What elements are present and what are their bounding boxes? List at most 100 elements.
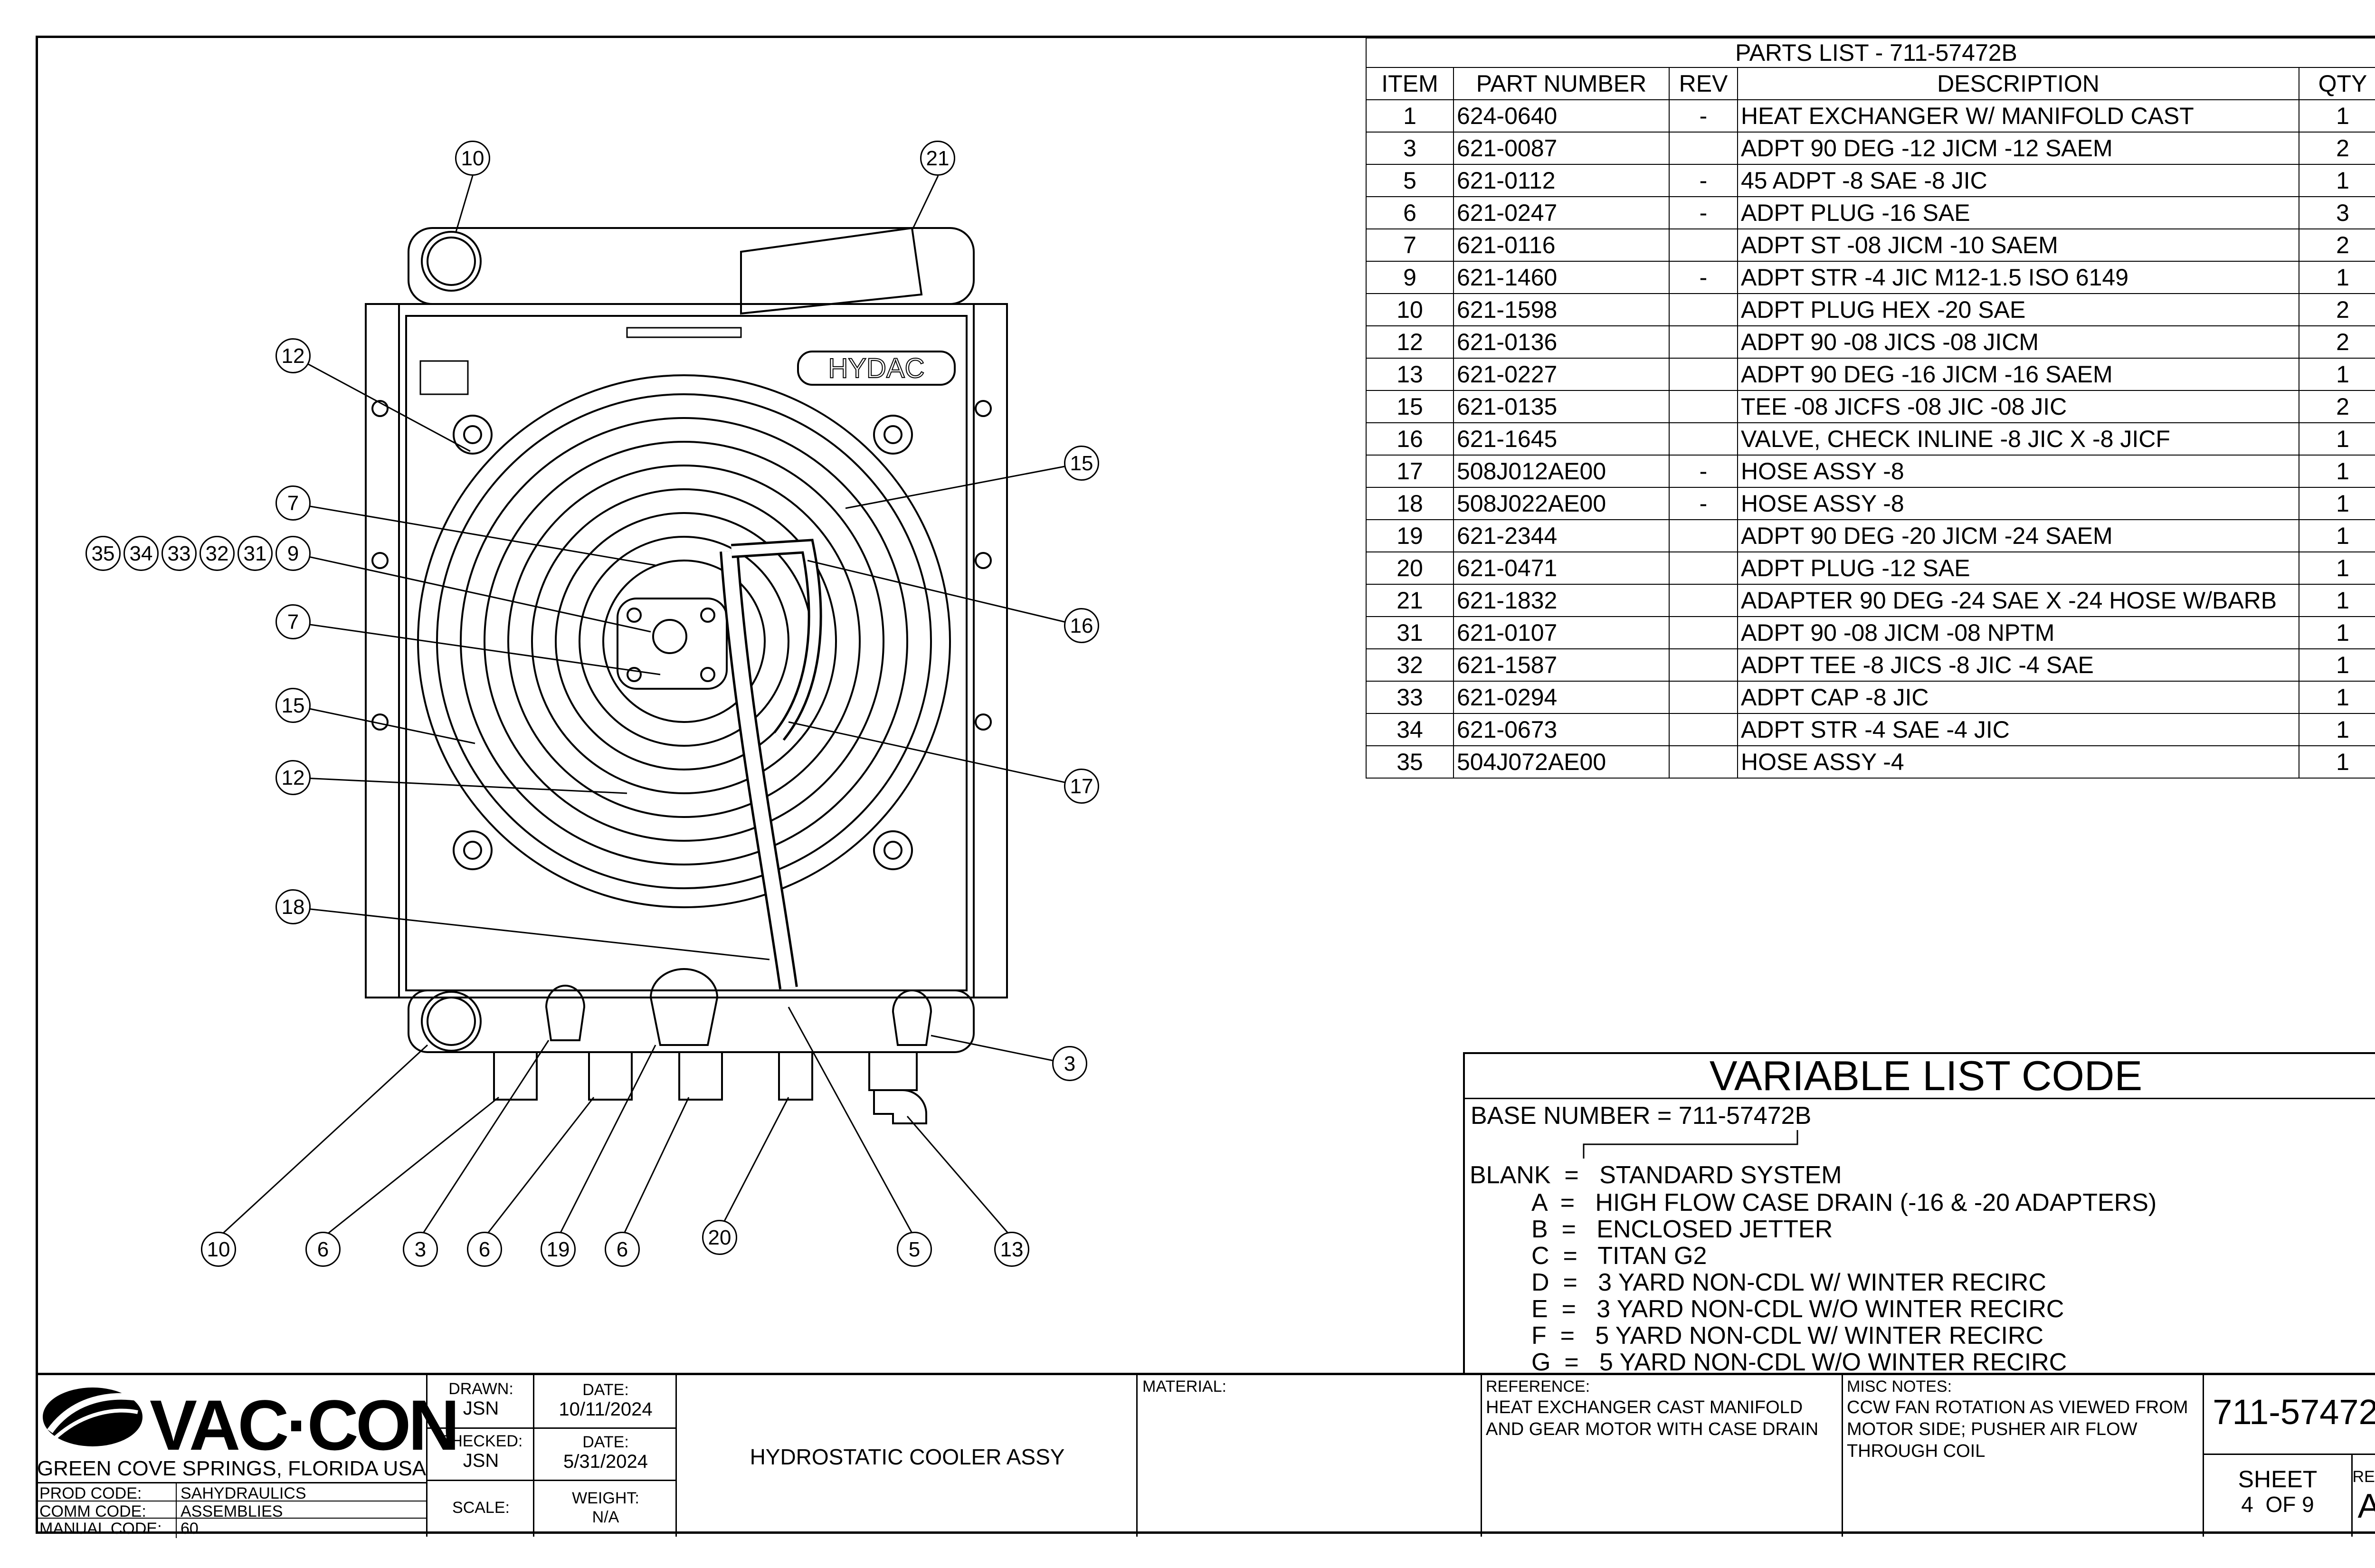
cell-rev [1669,390,1738,423]
balloon: 6 [305,1232,341,1267]
drawing-number: 711-57472 [2213,1392,2375,1432]
cell-rev: - [1669,455,1738,488]
balloon: 6 [605,1232,640,1267]
balloon: 9 [276,536,311,571]
cell-qty: 1 [2299,164,2375,197]
col-description-header: DESCRIPTION [1737,67,2299,100]
top-tank [408,227,975,305]
cell-rev [1669,325,1738,359]
cell-rev [1669,648,1738,682]
fan-motor [617,598,728,690]
cell-rev [1669,358,1738,391]
sheet-label: SHEET [2238,1466,2318,1492]
rev-label: REV [2352,1468,2375,1486]
balloon: 33 [162,536,197,571]
cell-qty: 1 [2299,616,2375,649]
scale-label: SCALE: [452,1499,510,1517]
cell-item: 9 [1366,261,1454,294]
cell-rev: - [1669,261,1738,294]
cell-part-number: 508J012AE00 [1453,455,1670,488]
cell-description: ADPT 90 DEG -20 JICM -24 SAEM [1737,519,2299,552]
balloon: 12 [276,338,311,373]
hydac-badge: HYDAC [828,353,924,384]
material-label: MATERIAL: [1142,1378,1226,1396]
cell-rev [1669,745,1738,779]
balloon: 6 [467,1232,502,1267]
cell-item: 34 [1366,713,1454,746]
material-cell: MATERIAL: [1138,1375,1482,1537]
reference-label: REFERENCE: [1486,1378,1590,1396]
cell-part-number: 621-2344 [1453,519,1670,552]
cell-qty: 1 [2299,713,2375,746]
variable-list-title: VARIABLE LIST CODE [1465,1054,2375,1099]
misc-notes-label: MISC NOTES: [1847,1378,1952,1396]
cell-qty: 3 [2299,196,2375,229]
sheet-number: 4 OF 9 [2241,1492,2314,1517]
cell-description: HOSE ASSY -8 [1737,455,2299,488]
balloon: 21 [920,141,955,176]
vac-con-swoosh-icon [43,1387,142,1446]
col-qty-header: QTY [2299,67,2375,100]
drawn-label: DRAWN: [448,1380,513,1398]
drawn-by: JSN [463,1398,499,1419]
cell-description: ADPT CAP -8 JIC [1737,681,2299,714]
cell-description: ADPT PLUG -12 SAE [1737,551,2299,585]
balloon: 16 [1064,608,1099,643]
cell-qty: 1 [2299,519,2375,552]
weight-label: WEIGHT: [572,1489,639,1507]
cell-description: TEE -08 JICFS -08 JIC -08 JIC [1737,390,2299,423]
cell-item: 13 [1366,358,1454,391]
cell-item: 10 [1366,293,1454,326]
cell-part-number: 621-0116 [1453,228,1670,262]
cell-part-number: 621-0135 [1453,390,1670,423]
balloon: 7 [276,485,311,521]
cell-description: ADPT STR -4 SAE -4 JIC [1737,713,2299,746]
cell-item: 20 [1366,551,1454,585]
cell-item: 1 [1366,99,1454,133]
balloon: 12 [276,760,311,795]
balloon: 20 [702,1220,737,1255]
balloon: 35 [86,536,121,571]
cell-rev [1669,228,1738,262]
cell-qty: 1 [2299,681,2375,714]
prod-code: SAHYDRAULICS [180,1484,306,1502]
variant-e: E = 3 YARD NON-CDL W/O WINTER RECIRC [1531,1295,2064,1323]
cell-part-number: 621-1598 [1453,293,1670,326]
cell-description: 45 ADPT -8 SAE -8 JIC [1737,164,2299,197]
label-decal [419,360,469,395]
cell-part-number: 621-0294 [1453,681,1670,714]
parts-list-title: PARTS LIST - 711-57472B [1366,38,2375,68]
cell-item: 33 [1366,681,1454,714]
cell-part-number: 621-1832 [1453,584,1670,617]
cell-qty: 1 [2299,455,2375,488]
cell-rev [1669,132,1738,165]
variant-f: F = 5 YARD NON-CDL W/ WINTER RECIRC [1531,1322,2044,1349]
cell-part-number: 621-1460 [1453,261,1670,294]
cell-item: 31 [1366,616,1454,649]
misc-notes-cell: MISC NOTES: CCW FAN ROTATION AS VIEWED F… [1843,1375,2204,1537]
cell-description: ADPT PLUG HEX -20 SAE [1737,293,2299,326]
cell-description: VALVE, CHECK INLINE -8 JIC X -8 JICF [1737,422,2299,456]
reference-cell: REFERENCE: HEAT EXCHANGER CAST MANIFOLD … [1482,1375,1843,1537]
cell-rev: - [1669,99,1738,133]
cell-part-number: 624-0640 [1453,99,1670,133]
cell-part-number: 621-0247 [1453,196,1670,229]
cell-qty: 1 [2299,99,2375,133]
rev-value: A [2357,1487,2375,1525]
drawn-date: 10/11/2024 [559,1399,653,1420]
cell-item: 18 [1366,487,1454,520]
cell-description: ADPT 90 DEG -12 JICM -12 SAEM [1737,132,2299,165]
shroud-plate [405,315,968,991]
cell-item: 6 [1366,196,1454,229]
cell-item: 32 [1366,648,1454,682]
balloon: 10 [455,141,490,176]
